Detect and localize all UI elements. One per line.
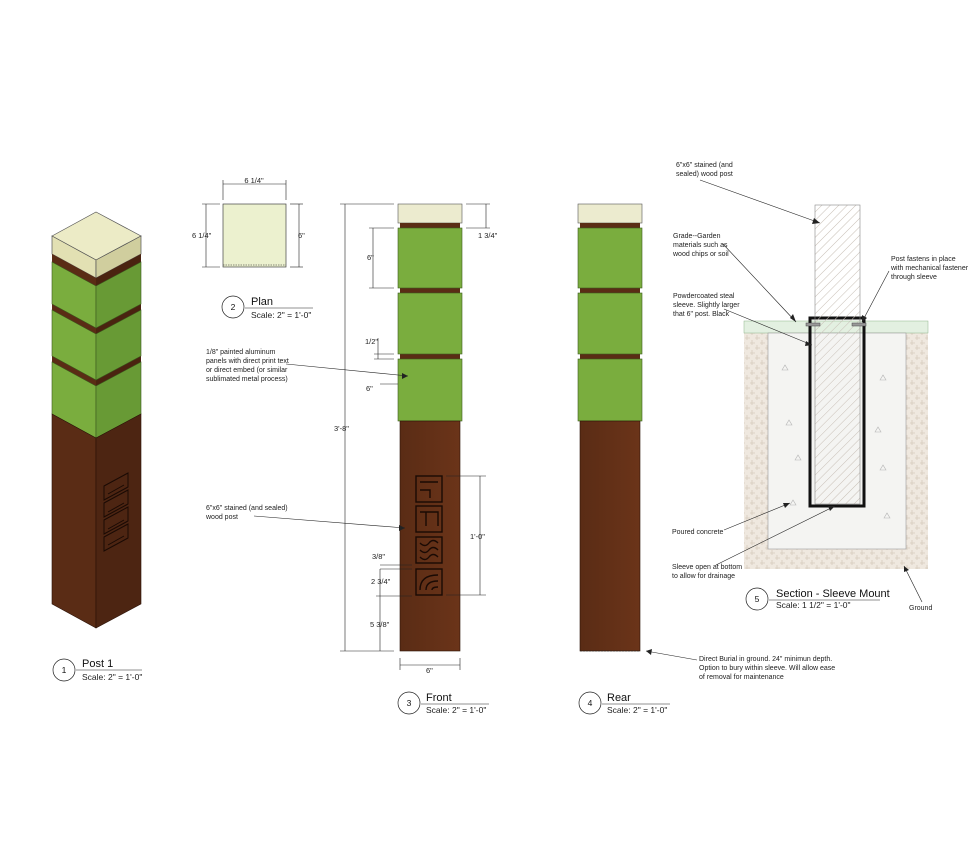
fastener-note-1: Post fastens in place [891, 256, 956, 263]
concrete-aggregate [781, 364, 891, 519]
wood-iso-left [51, 413, 97, 629]
front-dim-base: 6" [426, 666, 433, 675]
panel-note-line-4: sublimated metal process) [206, 376, 288, 383]
section-post-note-1: 6"x6" stained (and [676, 162, 733, 169]
sleeve-note-1: Powdercoated steal [673, 293, 735, 300]
drain-note-1: Sleeve open at bottom [672, 564, 742, 571]
title-section-label: Section - Sleeve Mount [776, 588, 890, 600]
rear-wood [579, 420, 641, 652]
grade-note-1: Grade--Garden [673, 233, 721, 240]
title-plan-number: 2 [231, 302, 236, 312]
wood-note-line-2: wood post [205, 514, 238, 521]
rear-panel-1 [577, 227, 643, 289]
wood-note: 6"x6" stained (and sealed) wood post [205, 505, 406, 531]
title-rear: 4 Rear Scale: 2" = 1'-0" [578, 691, 670, 715]
title-section-scale: Scale: 1 1/2" = 1'-0" [776, 600, 851, 610]
plan-dim-top: 6 1/4" [244, 176, 264, 185]
drain-note-2: to allow for drainage [672, 573, 735, 580]
burial-note-line-2: Option to bury within sleeve. Will allow… [699, 665, 835, 672]
title-post-1-scale: Scale: 2" = 1'-0" [82, 672, 142, 682]
sleeve-note-3: that 6" post. Black [673, 311, 730, 318]
burial-note-line-1: Direct Burial in ground. 24" minimun dep… [699, 656, 832, 663]
front-emblem [415, 475, 443, 596]
front-dim-emblem-gap: 3/8" [372, 552, 385, 561]
title-plan-label: Plan [251, 296, 273, 308]
plan-view: 6 1/4" 6 1/4" 6" [192, 176, 305, 268]
front-dim-bottom: 5 3/8" [370, 620, 390, 629]
title-section: 5 Section - Sleeve Mount Scale: 1 1/2" =… [745, 587, 890, 611]
rear-panel-2 [577, 292, 643, 355]
rear-cap [577, 203, 643, 224]
grade-note-2: materials such as [673, 242, 728, 249]
front-dim-panel-width: 6" [366, 384, 373, 393]
concrete-note: Poured concrete [672, 529, 723, 536]
panel-note-line-3: or direct embed (or similar [206, 367, 288, 374]
panel-note: 1/8" painted aluminum panels with direct… [206, 349, 409, 383]
fastener-note-3: through sleeve [891, 274, 937, 281]
section-post-note-2: sealed) wood post [676, 171, 733, 178]
title-front-label: Front [426, 692, 452, 704]
ground-note: Ground [909, 605, 932, 612]
title-front-number: 3 [407, 698, 412, 708]
title-rear-scale: Scale: 2" = 1'-0" [607, 705, 667, 715]
front-wood [399, 420, 461, 652]
title-front-scale: Scale: 2" = 1'-0" [426, 705, 486, 715]
panel-note-line-1: 1/8" painted aluminum [206, 349, 276, 356]
section-view [743, 204, 929, 569]
title-plan: 2 Plan Scale: 2" = 1'-0" [221, 295, 313, 320]
wood-iso-right [95, 413, 142, 629]
front-dim-gap: 1/2" [365, 337, 378, 346]
fastener-left [805, 322, 821, 327]
burial-note-line-3: of removal for maintenance [699, 674, 784, 681]
title-section-number: 5 [755, 594, 760, 604]
plan-dim-right: 6" [298, 231, 305, 240]
panel-iso-1-right [95, 261, 142, 329]
panel-note-line-2: panels with direct print text [206, 358, 289, 365]
front-dim-cap: 1 3/4" [478, 231, 498, 240]
title-front: 3 Front Scale: 2" = 1'-0" [397, 691, 489, 715]
title-rear-number: 4 [588, 698, 593, 708]
section-wood-post [814, 204, 861, 505]
title-post-1: 1 Post 1 Scale: 2" = 1'-0" [52, 658, 142, 682]
sleeve-note-2: sleeve. Slightly larger [673, 302, 740, 309]
front-panel-2 [397, 292, 463, 355]
post-isometric-view [51, 211, 142, 629]
front-cap [397, 203, 463, 224]
title-rear-label: Rear [607, 692, 631, 704]
wood-note-line-1: 6"x6" stained (and sealed) [206, 505, 288, 512]
title-post-1-label: Post 1 [82, 658, 113, 670]
plan-square [222, 203, 287, 268]
grade-note-3: wood chips or soil [672, 251, 729, 258]
title-plan-scale: Scale: 2" = 1'-0" [251, 310, 311, 320]
front-panel-1 [397, 227, 463, 289]
section-notes: 6"x6" stained (and sealed) wood post Gra… [672, 162, 969, 612]
front-panel-3 [397, 358, 463, 422]
front-dim-panel: 6" [367, 253, 374, 262]
front-view: 3'-8" 1 3/4" 6" 1/2" 6" 1'-0" 3/8" 2 3/4… [334, 203, 498, 675]
front-dim-emblem-cell: 2 3/4" [371, 577, 391, 586]
emblem-iso [103, 472, 129, 552]
burial-note: Direct Burial in ground. 24" minimun dep… [645, 649, 835, 681]
fastener-note-2: with mechanical fastener [890, 265, 969, 272]
title-post-1-number: 1 [62, 665, 67, 675]
front-dim-emblem: 1'-0" [470, 532, 485, 541]
rear-panel-3 [577, 358, 643, 422]
rear-view [577, 203, 643, 652]
plan-dim-left: 6 1/4" [192, 231, 212, 240]
front-dim-overall: 3'-8" [334, 424, 349, 433]
fastener-right [851, 322, 867, 327]
panel-iso-2-right [95, 309, 142, 381]
